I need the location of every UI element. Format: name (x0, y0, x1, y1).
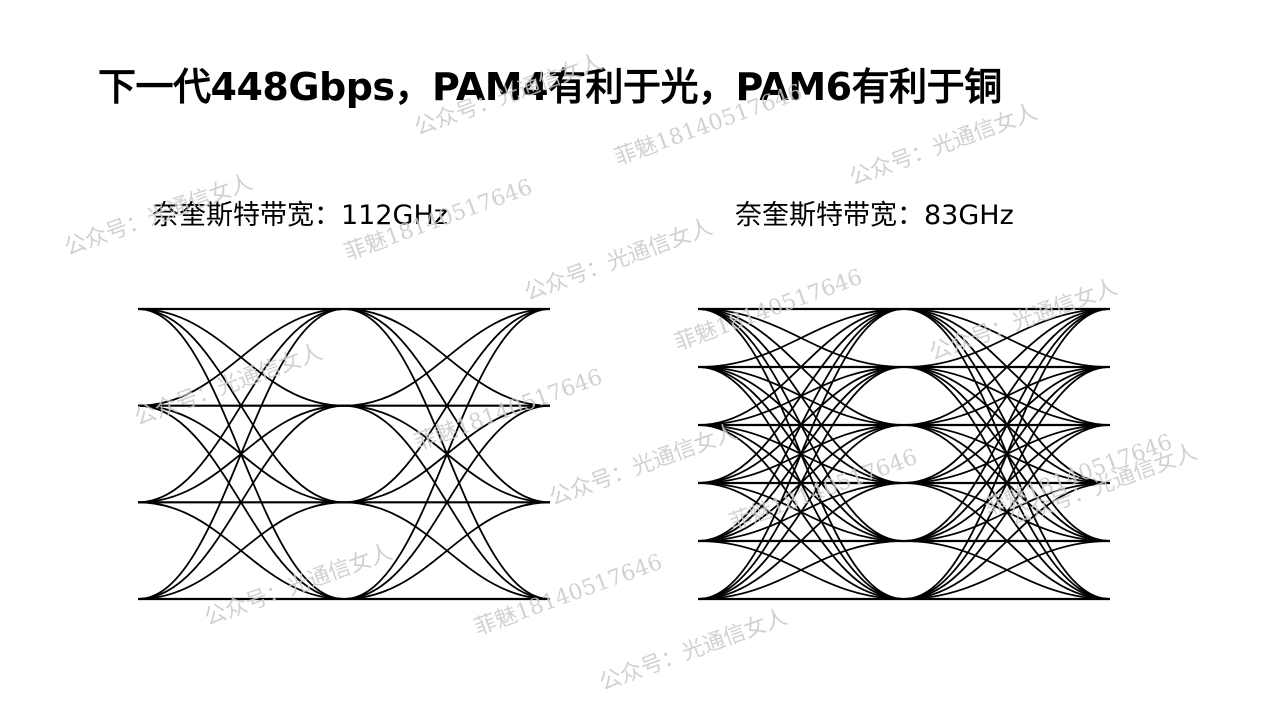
eye-transition-curve (697, 540, 905, 600)
pam4-eye-diagram (137, 307, 551, 601)
eye-transition-curve (903, 482, 1111, 600)
eye-transition-curve (697, 308, 905, 484)
slide-title: 下一代448Gbps，PAM4有利于光，PAM6有利于铜 (98, 65, 1002, 109)
eye-transition-curve (903, 308, 1111, 426)
eye-transition-curve (137, 404, 345, 600)
eye-transition-curve (903, 308, 1111, 368)
pam6-bandwidth-label: 奈奎斯特带宽：83GHz (735, 200, 1014, 231)
eye-transition-curve (903, 540, 1111, 600)
eye-transition-curve (137, 501, 345, 600)
eye-transition-curve (137, 308, 345, 407)
eye-transition-curve (343, 308, 551, 600)
eye-transition-curve (697, 308, 905, 600)
eye-transition-curve (343, 308, 551, 407)
eye-transition-curve (137, 308, 345, 504)
eye-transition-curve (903, 308, 1111, 600)
eye-transition-curve (903, 366, 1111, 600)
eye-transition-curve (697, 366, 905, 600)
eye-transition-curve (697, 308, 905, 426)
eye-transition-curve (697, 482, 905, 600)
pam4-bandwidth-label: 奈奎斯特带宽：112GHz (152, 200, 448, 231)
eye-transition-curve (697, 424, 905, 600)
eye-transition-curve (903, 424, 1111, 600)
eye-transition-curve (343, 308, 551, 504)
pam6-eye-diagram (697, 307, 1111, 601)
eye-transition-curve (343, 501, 551, 600)
eye-transition-curve (343, 404, 551, 600)
eye-transition-curve (697, 308, 905, 368)
eye-transition-curve (903, 308, 1111, 484)
eye-transition-curve (697, 308, 905, 542)
eye-transition-curve (137, 308, 345, 600)
eye-transition-curve (903, 308, 1111, 542)
